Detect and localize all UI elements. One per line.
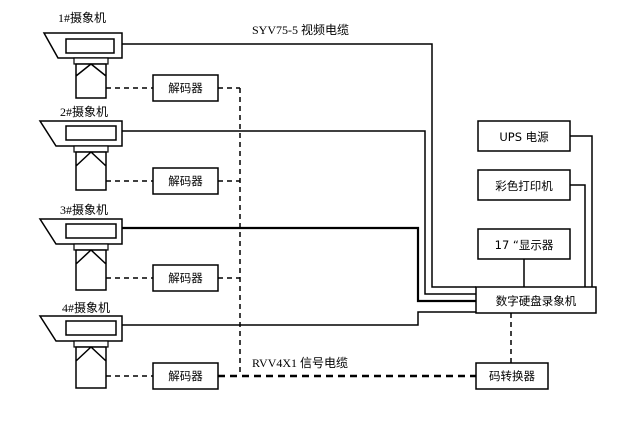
video-cable-1 bbox=[122, 43, 476, 288]
dvr-box bbox=[475, 286, 597, 314]
device-ups: UPS 电源 bbox=[477, 120, 571, 152]
camera-unit-4: 4#摄象机 解码器 bbox=[38, 300, 219, 390]
device-dvr: 数字硬盘录象机 bbox=[475, 286, 597, 314]
converter-label: 码转换器 bbox=[489, 369, 535, 383]
device-links bbox=[523, 135, 593, 287]
printer-dvr-link bbox=[570, 184, 586, 287]
pan-tilt-2-icon bbox=[75, 150, 107, 191]
monitor-box bbox=[477, 228, 571, 260]
ups-label: UPS 电源 bbox=[499, 130, 549, 144]
decoder-1-box bbox=[152, 74, 219, 102]
pan-tilt-1-icon bbox=[75, 63, 107, 99]
video-cable-4 bbox=[122, 311, 476, 326]
ups-box bbox=[477, 120, 571, 152]
ups-dvr-link bbox=[570, 135, 593, 287]
camera-3-label: 3#摄象机 bbox=[60, 202, 108, 217]
decoder-4-label: 解码器 bbox=[168, 369, 203, 383]
video-cables bbox=[122, 43, 476, 326]
pan-tilt-3-icon bbox=[75, 248, 107, 291]
decoder-3-label: 解码器 bbox=[168, 271, 203, 285]
camera-2-label: 2#摄象机 bbox=[60, 104, 108, 119]
video-cable-label: SYV75-5 视频电缆 bbox=[252, 22, 349, 37]
printer-label: 彩色打印机 bbox=[495, 179, 553, 193]
control-links bbox=[106, 87, 241, 377]
monitor-label: 17 “显示器 bbox=[495, 238, 554, 252]
camera-2-lens bbox=[65, 125, 117, 141]
device-monitor: 17 “显示器 bbox=[477, 228, 571, 260]
camera-unit-3: 3#摄象机 解码器 bbox=[38, 202, 219, 292]
video-cable-3 bbox=[122, 226, 476, 303]
video-cable-2 bbox=[122, 130, 476, 295]
camera-unit-1: 1#摄象机 解码器 bbox=[42, 10, 219, 102]
device-printer: 彩色打印机 bbox=[477, 169, 571, 201]
signal-cable-label-bg bbox=[250, 355, 372, 371]
camera-3-lens bbox=[65, 223, 117, 239]
converter-box bbox=[475, 362, 549, 390]
pan-tilt-4-icon bbox=[75, 345, 107, 389]
decoder-1-label: 解码器 bbox=[168, 81, 203, 95]
decoder-2-label: 解码器 bbox=[168, 174, 203, 188]
camera-1-lens bbox=[65, 38, 115, 54]
camera-4-label: 4#摄象机 bbox=[62, 300, 110, 315]
signal-cable-label: RVV4X1 信号电缆 bbox=[252, 356, 348, 370]
device-converter: 码转换器 bbox=[475, 362, 549, 390]
camera-1-label: 1#摄象机 bbox=[58, 10, 106, 25]
printer-box bbox=[477, 169, 571, 201]
dvr-label: 数字硬盘录象机 bbox=[496, 294, 577, 308]
camera-4-lens bbox=[65, 320, 117, 336]
